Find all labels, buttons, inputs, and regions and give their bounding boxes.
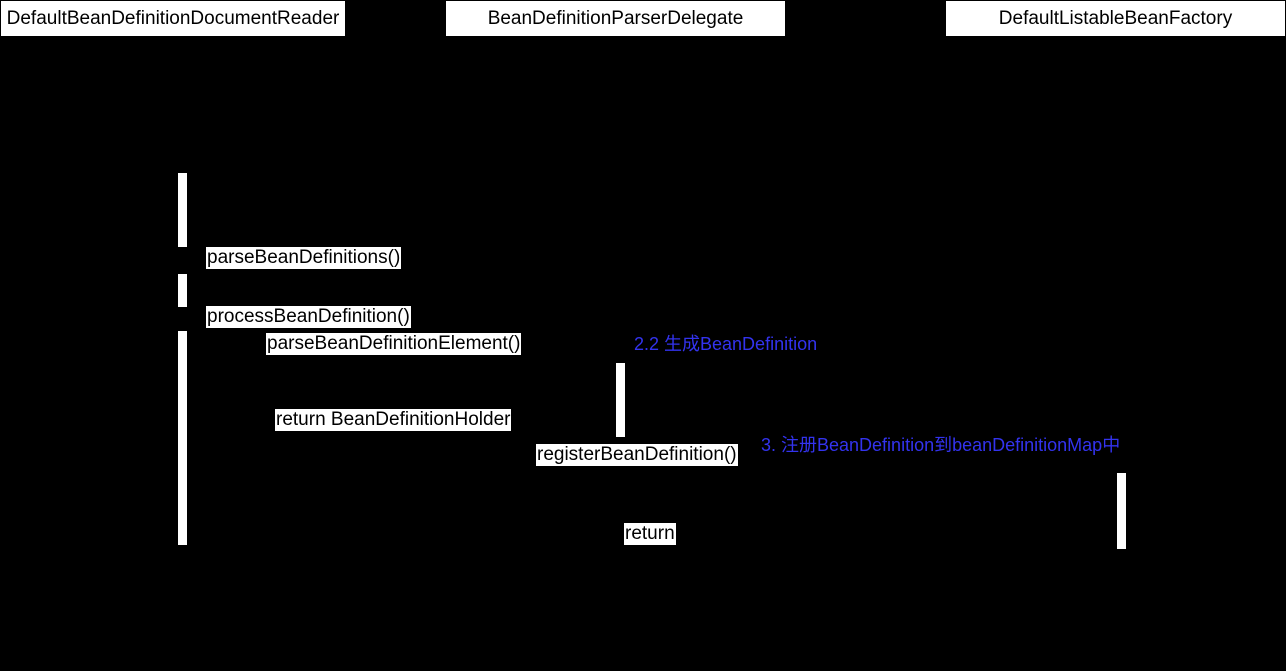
- note-generate-bean-definition: 2.2 生成BeanDefinition: [634, 334, 818, 354]
- message-label-register-bean-definition: registerBeanDefinition(): [536, 444, 738, 466]
- activation-bar-reader-2[interactable]: [177, 273, 188, 308]
- message-label-process-bean-definition: processBeanDefinition(): [206, 306, 411, 328]
- lifeline-delegate: [620, 37, 622, 660]
- activation-bar-factory-1[interactable]: [1116, 472, 1127, 550]
- participant-label-reader: DefaultBeanDefinitionDocumentReader: [6, 8, 340, 29]
- message-line-register-bean-definition: [188, 470, 1116, 471]
- message-line-return: [188, 549, 1116, 550]
- participant-box-delegate[interactable]: BeanDefinitionParserDelegate: [445, 0, 786, 37]
- participant-label-delegate: BeanDefinitionParserDelegate: [487, 8, 744, 29]
- note-register-bean-definition-map: 3. 注册BeanDefinition到beanDefinitionMap中: [761, 435, 1121, 455]
- participant-box-factory[interactable]: DefaultListableBeanFactory: [945, 0, 1286, 37]
- activation-bar-reader-1[interactable]: [177, 172, 188, 248]
- message-label-return: return: [624, 523, 676, 545]
- message-label-parse-bean-definitions: parseBeanDefinitions(): [206, 247, 402, 269]
- message-line-parse-bean-definition-element: [188, 358, 615, 359]
- message-line-return-bean-definition-holder: [188, 437, 615, 438]
- participant-label-factory: DefaultListableBeanFactory: [998, 8, 1233, 29]
- activation-bar-delegate-1[interactable]: [615, 362, 626, 438]
- activation-bar-reader-3[interactable]: [177, 330, 188, 546]
- lifeline-factory: [1121, 37, 1123, 660]
- message-label-parse-bean-definition-element: parseBeanDefinitionElement(): [266, 333, 522, 355]
- message-label-return-bean-definition-holder: return BeanDefinitionHolder: [275, 409, 512, 431]
- participant-box-reader[interactable]: DefaultBeanDefinitionDocumentReader: [0, 0, 346, 37]
